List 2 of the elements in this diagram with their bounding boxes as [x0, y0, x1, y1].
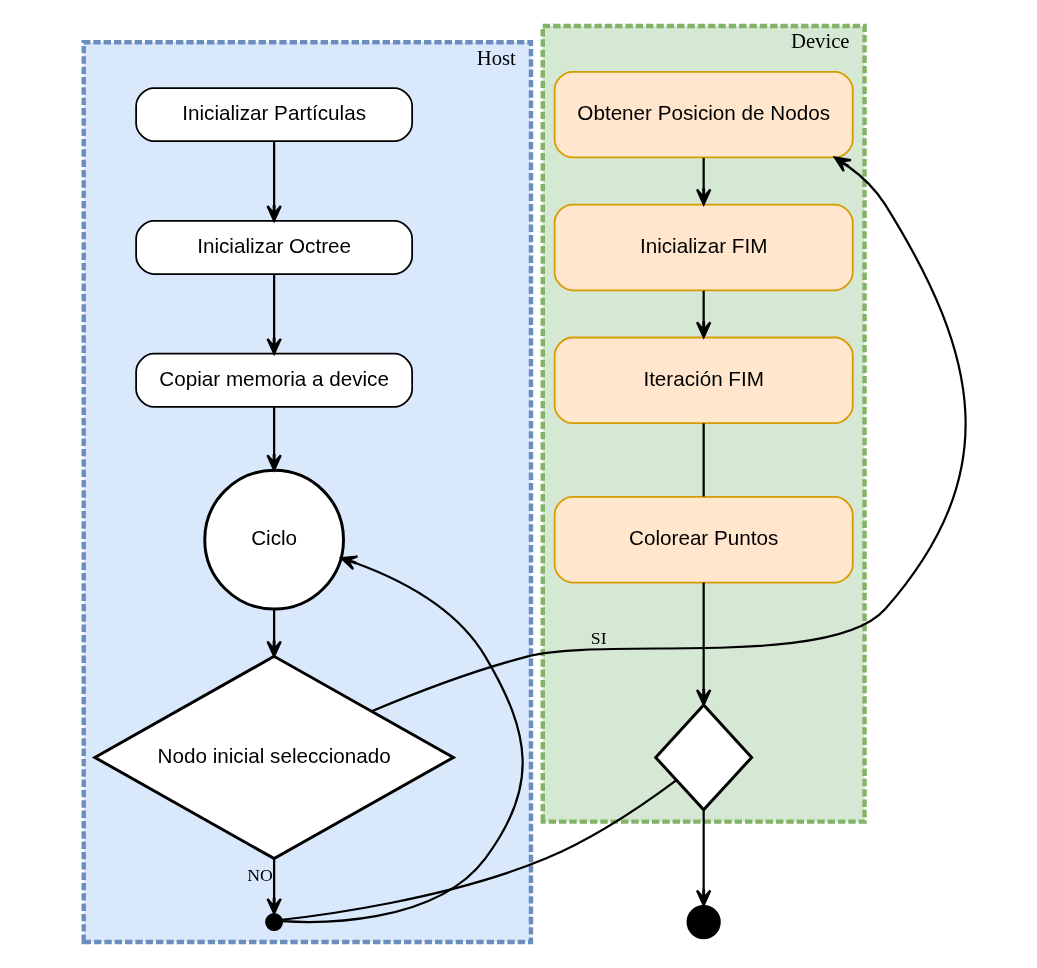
- edge-label: SI: [590, 627, 607, 648]
- edge-label: NO: [246, 865, 273, 886]
